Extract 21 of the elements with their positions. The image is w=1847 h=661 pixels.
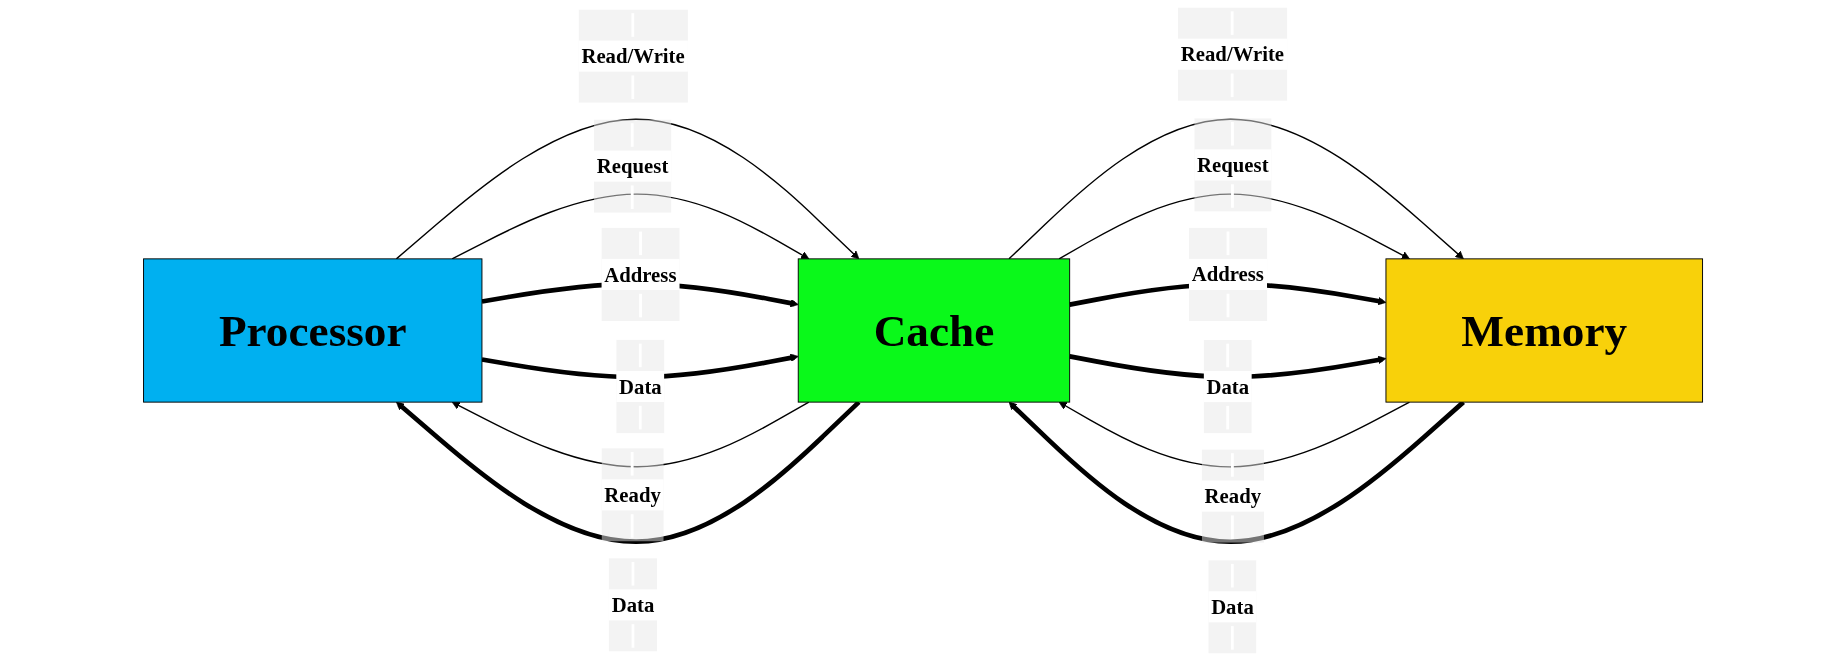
arrow <box>452 401 810 468</box>
arrow <box>396 118 860 260</box>
edge-label: Data <box>1206 374 1250 399</box>
edge-label: Data <box>619 374 663 399</box>
edge-label: Address <box>1192 262 1265 287</box>
edge-label: Address <box>604 262 677 287</box>
node-box: Memory <box>1385 258 1704 403</box>
edge-label: Data <box>612 593 655 617</box>
arrow <box>1059 401 1411 468</box>
edge-label: Ready <box>604 483 662 507</box>
arrow <box>1008 118 1465 260</box>
edge-label: Read/Write <box>1181 42 1285 66</box>
edge-label: Request <box>597 154 669 178</box>
edge-label: Request <box>1197 153 1269 177</box>
edge-label: Data <box>1211 595 1255 619</box>
arrow <box>451 193 810 260</box>
node-box: Cache <box>798 258 1071 403</box>
edge-label: Read/Write <box>581 44 686 68</box>
edge-label: Ready <box>1205 484 1262 508</box>
node-box: Processor <box>143 258 483 403</box>
arrow <box>1058 193 1411 260</box>
